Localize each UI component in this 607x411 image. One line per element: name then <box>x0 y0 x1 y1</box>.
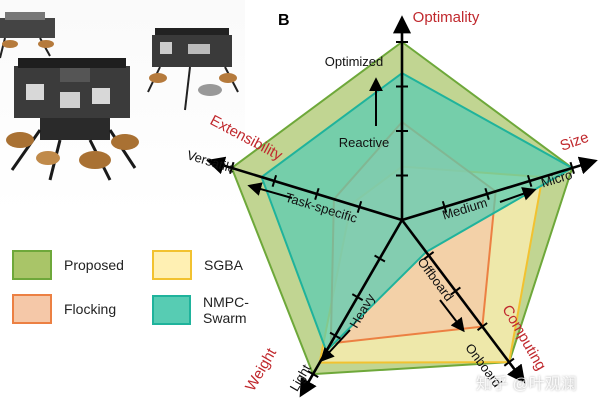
axis-line-size <box>401 156 598 222</box>
legend-item-flocking: Flocking <box>12 294 116 324</box>
axis-line-computing <box>400 219 526 384</box>
drone-image-top-left <box>0 12 55 59</box>
legend-item-sgba: SGBA <box>152 250 243 280</box>
drone-image-main <box>6 58 139 181</box>
direction-arrow-extensibility <box>247 182 293 199</box>
drone-image-top-right <box>147 28 239 111</box>
axis-tick-computing-1 <box>423 251 435 260</box>
axis-title-weight: Weight <box>242 345 280 394</box>
legend-swatch-nmpc-swarm <box>152 295 192 325</box>
axis-tick-extensibility-3 <box>271 174 278 187</box>
legend-swatch-flocking <box>12 294 52 324</box>
panel-letter: B <box>278 12 290 29</box>
axis-line-extensibility <box>206 156 403 222</box>
direction-arrow-weight <box>320 329 351 363</box>
legend-item-proposed: Proposed <box>12 250 124 280</box>
axis-tick-weight-4 <box>307 370 319 379</box>
axis-tick-computing-4 <box>503 357 515 367</box>
axis-to-label-versatile: Versatile <box>185 147 237 176</box>
axis-from-label-reactive: Reactive <box>339 135 390 150</box>
axis-tick-extensibility-2 <box>314 187 320 201</box>
legend-label-flocking: Flocking <box>64 301 117 317</box>
axis-tick-weight-1 <box>374 254 386 263</box>
axis-tick-computing-2 <box>450 286 461 296</box>
quadrotor-swarm-photo <box>0 0 245 215</box>
legend-item-nmpc-swarm: NMPC-Swarm <box>152 294 290 326</box>
watermark: 知乎 @叶观澜 <box>476 376 577 393</box>
legend-swatch-proposed <box>12 250 52 280</box>
legend: Proposed SGBA Flocking NMPC-Swarm <box>0 232 290 342</box>
axis-tick-weight-3 <box>329 331 341 340</box>
axis-tick-weight-2 <box>351 293 364 301</box>
radar-axes-layer <box>206 15 598 398</box>
axis-title-optimality: Optimality <box>413 9 480 26</box>
axis-tick-computing-3 <box>476 322 488 332</box>
axis-tick-size-4 <box>569 161 575 174</box>
axis-title-size: Size <box>558 129 591 155</box>
axis-line-weight <box>299 219 404 398</box>
legend-label-sgba: SGBA <box>204 257 243 273</box>
axis-tick-extensibility-4 <box>229 161 235 174</box>
axis-tick-size-2 <box>484 187 490 201</box>
legend-label-proposed: Proposed <box>64 257 124 273</box>
axis-tick-size-1 <box>441 200 448 214</box>
series-polygon-nmpc-swarm <box>260 72 574 353</box>
direction-arrow-size <box>499 187 537 203</box>
direction-arrow-computing <box>439 299 465 333</box>
legend-label-nmpc-swarm: NMPC-Swarm <box>203 294 249 326</box>
axis-tick-size-3 <box>526 174 533 187</box>
axis-tick-extensibility-1 <box>356 200 363 214</box>
legend-swatch-sgba <box>152 250 192 280</box>
axis-to-label-optimized: Optimized <box>325 54 384 69</box>
